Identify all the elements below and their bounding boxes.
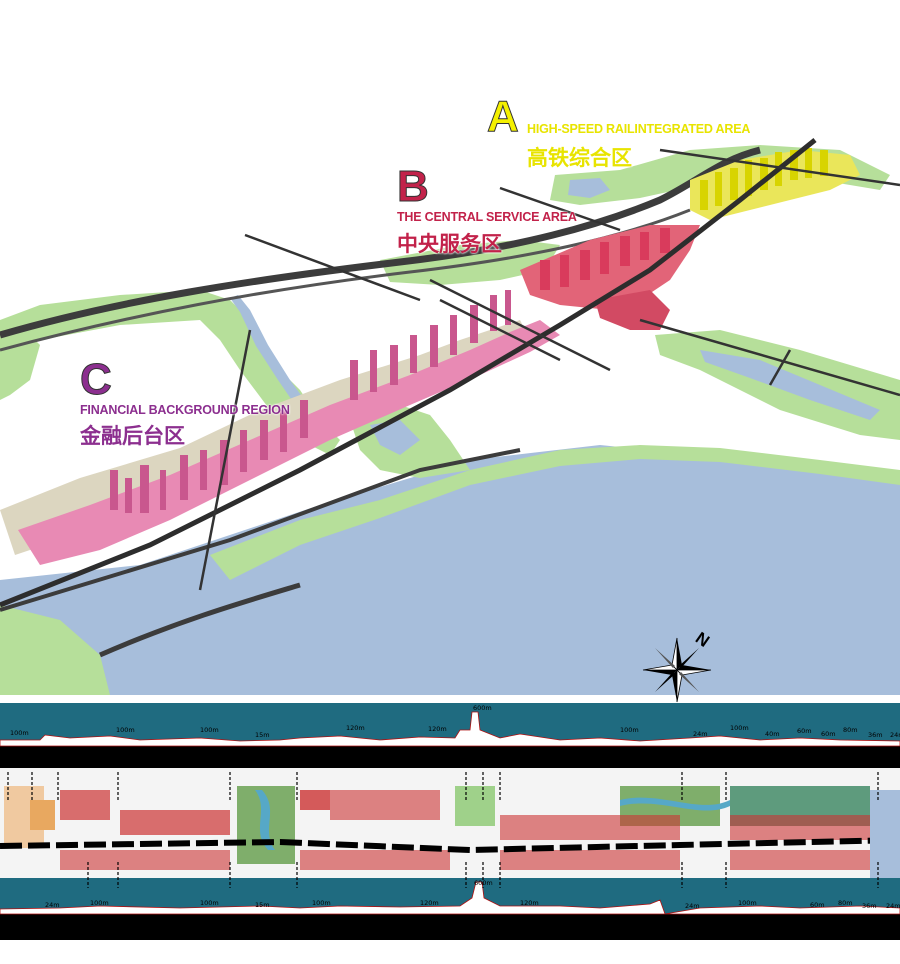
park-north-water [568, 178, 610, 198]
park-east-water [700, 350, 880, 420]
height-label: 100m [312, 899, 331, 907]
plan-buildings [60, 790, 870, 870]
height-label: 24m [693, 730, 708, 738]
height-label: 100m [116, 726, 135, 734]
zone-a-letter: A [487, 92, 520, 141]
zone-b-name-en: THE CENTRAL SERVICE AREA [397, 210, 577, 224]
height-label: 24m [890, 731, 900, 739]
height-label: 24m [45, 901, 60, 909]
zone-c-name-en: FINANCIAL BACKGROUND REGION [80, 403, 290, 417]
shore-park [210, 445, 900, 580]
height-label: 100m [620, 726, 639, 734]
height-label: 100m [730, 724, 749, 732]
zone-c-name-zh: 金融后台区 [80, 424, 185, 448]
zone-b-letter: B [397, 162, 430, 211]
height-label: 80m [843, 726, 858, 734]
land-southwest [0, 605, 110, 695]
height-label: 100m [200, 726, 219, 734]
aerial-view [0, 138, 900, 695]
height-label: 600m [474, 879, 493, 887]
height-label: 100m [200, 899, 219, 907]
height-label: 80m [838, 899, 853, 907]
plan-river-2 [620, 797, 730, 811]
height-label: 120m [428, 725, 447, 733]
height-label: 120m [346, 724, 365, 732]
height-label: 120m [520, 899, 539, 907]
height-label: 100m [10, 729, 29, 737]
height-label: 15m [255, 901, 270, 909]
zone-a-name-zh: 高铁综合区 [527, 146, 632, 170]
height-label: 15m [255, 731, 270, 739]
north-arrow-icon [642, 637, 712, 703]
park-mid-north [380, 240, 560, 285]
zone-a-name-en: HIGH-SPEED RAILINTEGRATED AREA [527, 122, 751, 136]
height-label: 40m [765, 730, 780, 738]
buildings-zone-b [540, 228, 670, 290]
height-label: 36m [862, 902, 877, 910]
height-label: 24m [685, 902, 700, 910]
plan-axis [0, 837, 900, 854]
lake [0, 445, 900, 695]
highway-lake [98, 582, 301, 658]
skyline-bottom-silhouette [0, 881, 900, 915]
plan-east-water [870, 790, 900, 880]
height-label: 24m [886, 902, 900, 910]
height-label: 600m [473, 704, 492, 712]
plan-district-old [30, 800, 55, 830]
road-south [0, 448, 521, 612]
cross-streets [198, 148, 900, 591]
zone-b [520, 225, 700, 310]
skyline-top-base [0, 746, 900, 768]
zone-c-letter: C [80, 355, 113, 404]
height-label: 100m [90, 899, 109, 907]
section-markers [7, 772, 879, 888]
height-label: 36m [868, 731, 883, 739]
height-label: 100m [738, 899, 757, 907]
height-label: 60m [810, 901, 825, 909]
zone-b-extension [595, 290, 670, 330]
height-label: 60m [821, 730, 836, 738]
skyline-top-silhouette [0, 711, 900, 747]
zone-b-name-zh: 中央服务区 [397, 232, 502, 256]
zone-c-core [18, 320, 560, 565]
height-label: 120m [420, 899, 439, 907]
section-strip [0, 703, 900, 940]
plan-river-1 [255, 790, 275, 850]
skyline-bottom-base [0, 914, 900, 940]
main-axis-road [0, 138, 817, 608]
highway-north [0, 146, 761, 339]
plan-park-2 [455, 786, 495, 826]
height-label: 60m [797, 727, 812, 735]
